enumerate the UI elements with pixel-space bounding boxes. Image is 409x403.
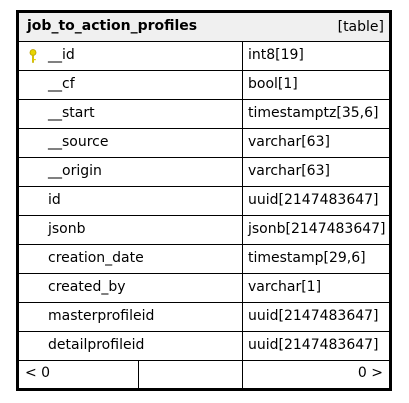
table-kind: [table] [337, 19, 384, 35]
column-type: varchar[63] [248, 134, 330, 150]
column-name: __id [48, 47, 75, 63]
table-name: job_to_action_profiles [27, 18, 198, 34]
column-row: jsonb jsonb[2147483647] [19, 216, 389, 245]
column-name: detailprofileid [48, 337, 145, 353]
column-name: __start [48, 105, 95, 121]
column-type: uuid[2147483647] [248, 192, 379, 208]
table-header: job_to_action_profiles [table] [19, 13, 389, 42]
column-row: creation_date timestamp[29,6] [19, 245, 389, 274]
column-type: int8[19] [248, 47, 304, 63]
pagination-footer: < 0 0 > [19, 361, 389, 388]
column-type: bool[1] [248, 76, 298, 92]
column-type: timestamptz[35,6] [248, 105, 379, 121]
column-row: created_by varchar[1] [19, 274, 389, 303]
column-type: varchar[63] [248, 163, 330, 179]
column-type: jsonb[2147483647] [248, 221, 386, 237]
column-name: __source [48, 134, 109, 150]
column-row: __id int8[19] [19, 42, 389, 71]
column-type: timestamp[29,6] [248, 250, 366, 266]
column-row: detailprofileid uuid[2147483647] [19, 332, 389, 361]
primary-key-icon [29, 49, 37, 63]
column-row: masterprofileid uuid[2147483647] [19, 303, 389, 332]
column-name: masterprofileid [48, 308, 155, 324]
column-name: __cf [48, 76, 75, 92]
column-row: __origin varchar[63] [19, 158, 389, 187]
column-name: creation_date [48, 250, 144, 266]
prev-page-label: < 0 [25, 365, 51, 381]
column-row: id uuid[2147483647] [19, 187, 389, 216]
column-name: jsonb [48, 221, 86, 237]
column-type: varchar[1] [248, 279, 322, 295]
column-name: created_by [48, 279, 126, 295]
column-name: id [48, 192, 61, 208]
next-page-button[interactable]: 0 > [357, 365, 383, 381]
column-row: __start timestamptz[35,6] [19, 100, 389, 129]
table-entity: job_to_action_profiles [table] __id int8… [16, 10, 392, 391]
column-row: __cf bool[1] [19, 71, 389, 100]
footer-spacer [139, 361, 243, 388]
prev-page-button[interactable]: < 0 [19, 361, 139, 388]
column-type: uuid[2147483647] [248, 337, 379, 353]
column-row: __source varchar[63] [19, 129, 389, 158]
column-name: __origin [48, 163, 102, 179]
column-type: uuid[2147483647] [248, 308, 379, 324]
